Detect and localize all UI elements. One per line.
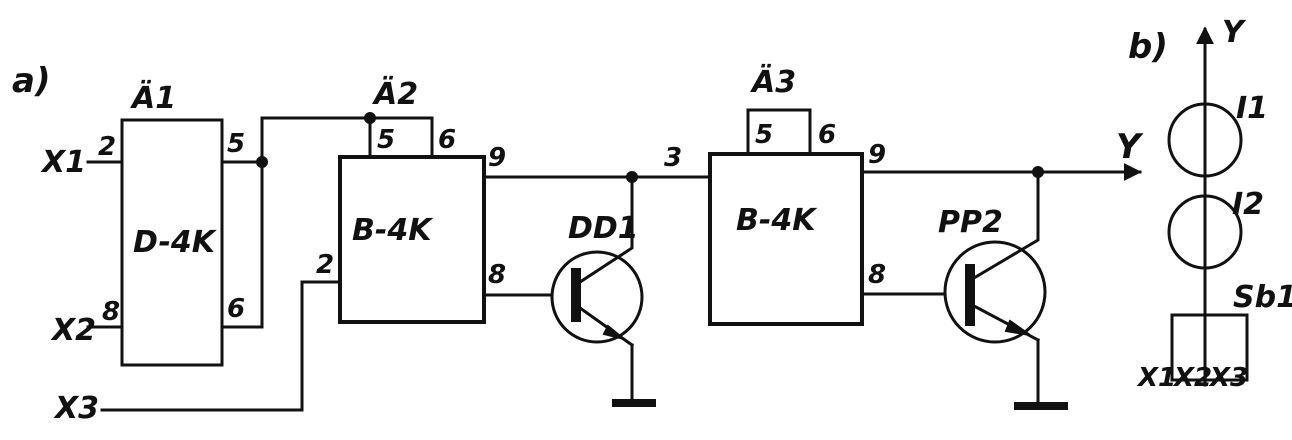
transistor2-name: PP2 <box>938 205 1003 240</box>
element-i2-label: I2 <box>1232 187 1264 222</box>
switch-sb1-label: Sb1 <box>1233 280 1292 315</box>
block3-type: B-4K <box>736 203 818 238</box>
panel-b: b) Y I1 I2 Sb1 X1 X2 X3 <box>1128 15 1292 393</box>
b3-top-loop <box>746 108 812 156</box>
input-x3-label: X3 <box>53 391 99 426</box>
switch-sb1 <box>1170 313 1249 382</box>
block1-pin-out1: 5 <box>227 129 245 159</box>
panel-a: a) X1 X2 X3 Ä1 D-4K 2 8 5 6 Ä2 B-4K 5 6 … <box>12 61 1144 426</box>
block1-pin-out2: 6 <box>227 294 245 324</box>
node-3-label: 3 <box>664 143 682 173</box>
block2-pin-out2: 8 <box>488 260 506 290</box>
block-b4k-1 <box>338 155 486 324</box>
panel-a-label: a) <box>12 61 50 101</box>
junction-b2 <box>364 112 376 124</box>
element-i1 <box>1167 102 1243 178</box>
block2-pin-top2: 6 <box>438 125 456 155</box>
b1-to-b2-wire <box>260 116 434 164</box>
panel-b-label: b) <box>1128 27 1168 67</box>
b1-out2-wire <box>220 160 264 329</box>
element-i2 <box>1167 194 1243 270</box>
transistor-dd1 <box>550 175 656 407</box>
block2-type: B-4K <box>352 213 434 248</box>
block3-pin-out2: 8 <box>868 260 886 290</box>
panel-b-x3-label: X3 <box>1208 363 1248 393</box>
block2-name: Ä2 <box>372 76 418 112</box>
block1-pin-in2: 8 <box>102 297 120 327</box>
block3-pin-top1: 5 <box>755 120 773 150</box>
output-y-label: Y <box>1116 127 1144 167</box>
panel-b-x2-label: X2 <box>1172 363 1212 393</box>
block-b4k-2 <box>708 152 864 326</box>
panel-b-output-label: Y <box>1222 15 1247 50</box>
x3-wire <box>100 280 342 412</box>
block3-name: Ä3 <box>750 64 796 100</box>
input-x2-label: X2 <box>50 313 96 348</box>
transistor-pp2 <box>943 170 1068 410</box>
block2-pin-top1: 5 <box>377 125 395 155</box>
input-x1-label: X1 <box>40 145 86 180</box>
transistor1-name: DD1 <box>568 211 639 246</box>
block2-pin-in: 2 <box>316 250 334 280</box>
block1-name: Ä1 <box>130 80 176 116</box>
block3-pin-out1: 9 <box>868 140 886 170</box>
element-i1-label: I1 <box>1236 91 1268 126</box>
block2-pin-out1: 9 <box>488 143 506 173</box>
block-d4k <box>120 118 224 367</box>
block1-type: D-4K <box>133 225 218 260</box>
block1-pin-in1: 2 <box>98 132 116 162</box>
panel-b-x1-label: X1 <box>1136 363 1176 393</box>
block3-pin-top2: 6 <box>818 120 836 150</box>
